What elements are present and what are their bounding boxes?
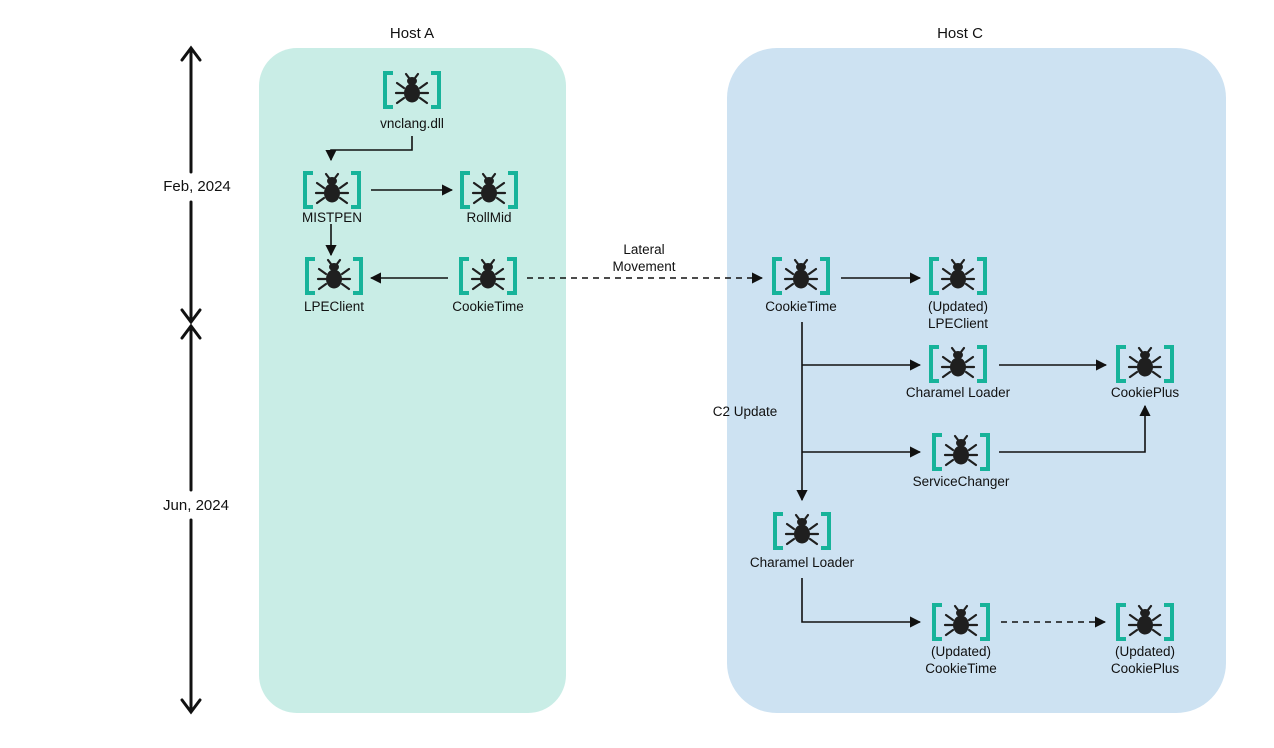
node-charamel-loader-1: Charamel Loader [906,345,1011,400]
node-label: (Updated) [1115,644,1175,659]
timeline-axis [180,45,202,715]
node-label: MISTPEN [302,210,362,225]
flow-edges [325,136,1151,628]
node-charamel-loader-2: Charamel Loader [750,512,855,570]
node-cookietime-c: CookieTime [765,257,837,314]
node-mistpen: MISTPEN [302,171,362,225]
node-label: LPEClient [304,299,364,314]
node-label: Charamel Loader [750,555,855,570]
node-label: CookieTime [765,299,837,314]
host-c-title: Host C [937,25,983,42]
node-servicechanger: ServiceChanger [913,433,1010,489]
node-cookieplus-updated: (Updated) CookiePlus [1111,603,1180,676]
node-label: Charamel Loader [906,385,1011,400]
timeline-label-jun: Jun, 2024 [163,497,229,514]
node-label: LPEClient [928,316,988,331]
edge-servicechanger-cookieplus [999,404,1151,453]
node-label: ServiceChanger [913,474,1010,489]
node-label: CookieTime [925,661,997,676]
node-cookietime-a: CookieTime [452,257,524,314]
edge-vnclang-mistpen [325,136,413,162]
host-c-panel [727,48,1226,713]
node-label: CookieTime [452,299,524,314]
timeline-label-feb: Feb, 2024 [163,178,231,195]
node-cookietime-updated: (Updated) CookieTime [925,603,997,676]
node-lpeclient-a: LPEClient [304,257,364,314]
node-label: (Updated) [928,299,988,314]
node-label: (Updated) [931,644,991,659]
node-label: CookiePlus [1111,385,1180,400]
edge-label-c2-update: C2 Update [713,404,778,419]
edge-label-lateral: Lateral [623,242,664,257]
host-a-title: Host A [390,25,434,42]
host-a-panel [259,48,566,713]
edge-charamel-cookietime-updated [801,578,922,628]
node-label: RollMid [466,210,511,225]
edge-label-movement: Movement [612,259,675,274]
node-vnclang: vnclang.dll [380,71,444,131]
node-label: CookiePlus [1111,661,1180,676]
node-lpeclient-updated: (Updated) LPEClient [928,257,988,331]
node-label: vnclang.dll [380,116,444,131]
node-rollmid: RollMid [460,171,518,225]
node-cookieplus: CookiePlus [1111,345,1180,400]
